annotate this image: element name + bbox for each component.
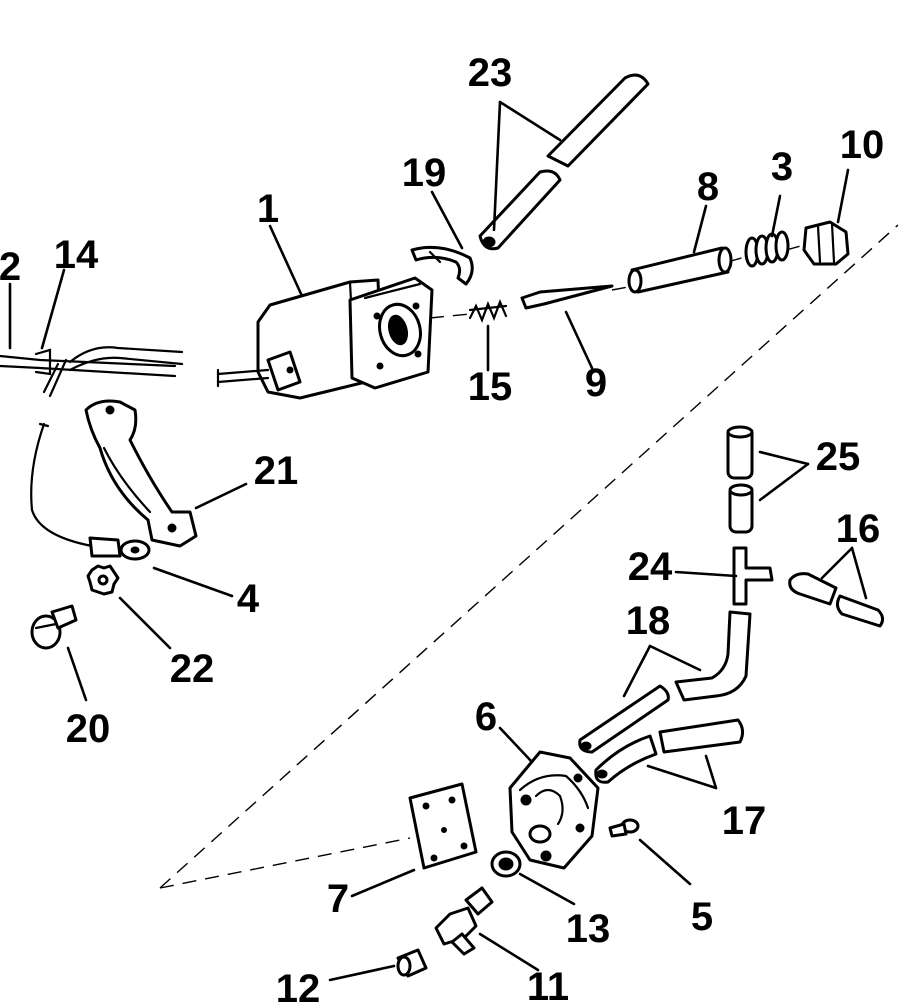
callout-12: 12 bbox=[276, 967, 321, 1007]
plunger-pin bbox=[520, 284, 614, 310]
callout-1: 1 bbox=[257, 187, 279, 231]
callout-8: 8 bbox=[697, 165, 719, 209]
hose-connectors bbox=[788, 572, 885, 628]
callout-18: 18 bbox=[626, 599, 671, 643]
callout-10: 10 bbox=[840, 123, 885, 167]
fitting-cap bbox=[396, 948, 428, 978]
hose-clamp bbox=[410, 245, 474, 286]
callout-14: 14 bbox=[54, 233, 99, 277]
gasket bbox=[408, 782, 478, 870]
callout-13: 13 bbox=[566, 907, 611, 951]
callout-22: 22 bbox=[170, 647, 215, 691]
callout-5: 5 bbox=[691, 895, 713, 939]
assembly-guide-lines bbox=[159, 224, 899, 889]
leader-lines bbox=[8, 100, 868, 982]
callout-labels: 1 2 3 4 5 6 7 8 9 10 11 12 13 14 15 16 1… bbox=[0, 51, 884, 1007]
callout-20: 20 bbox=[66, 707, 111, 751]
fuel-hoses-upper bbox=[478, 73, 650, 251]
fuel-pump-body bbox=[216, 276, 434, 400]
callout-25: 25 bbox=[816, 435, 861, 479]
fittings-upper bbox=[726, 425, 754, 534]
callout-2: 2 bbox=[0, 245, 21, 289]
screw bbox=[30, 604, 78, 650]
callout-6: 6 bbox=[475, 695, 497, 739]
mounting-bracket bbox=[84, 399, 198, 548]
callout-3: 3 bbox=[771, 145, 793, 189]
callout-21: 21 bbox=[254, 449, 299, 493]
spring-large bbox=[744, 230, 790, 268]
pump-cover bbox=[508, 750, 600, 870]
callout-19: 19 bbox=[402, 151, 447, 195]
spring-small bbox=[468, 299, 508, 323]
inlet-fitting bbox=[434, 886, 494, 956]
callout-4: 4 bbox=[237, 577, 260, 621]
sleeve bbox=[627, 246, 733, 294]
callout-11: 11 bbox=[527, 965, 569, 1007]
washer bbox=[490, 850, 522, 878]
callout-15: 15 bbox=[468, 365, 513, 409]
small-screw bbox=[608, 818, 640, 838]
fuel-hoses-middle bbox=[578, 610, 752, 754]
t-fitting bbox=[732, 546, 774, 606]
fuel-hoses-lower bbox=[594, 718, 745, 784]
callout-9: 9 bbox=[585, 361, 607, 405]
callout-24: 24 bbox=[628, 545, 673, 589]
callout-23: 23 bbox=[468, 51, 513, 95]
nut bbox=[802, 220, 850, 266]
callout-17: 17 bbox=[722, 799, 767, 843]
callout-16: 16 bbox=[836, 507, 881, 551]
lock-washer bbox=[86, 564, 120, 596]
wire-harness bbox=[0, 346, 184, 398]
ground-wire bbox=[30, 422, 151, 561]
callout-7: 7 bbox=[327, 877, 349, 921]
